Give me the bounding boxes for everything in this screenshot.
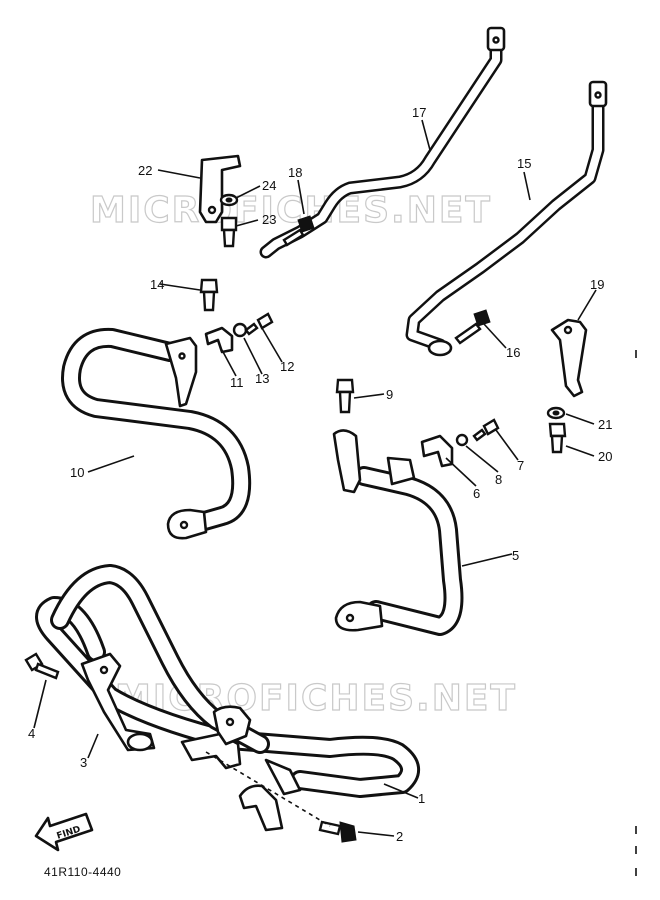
part-22-bracket: [198, 154, 242, 224]
alignment-line: [205, 751, 331, 827]
callout-23: 23: [262, 212, 276, 227]
callout-3: 3: [80, 755, 87, 770]
callout-4: 4: [28, 726, 35, 741]
watermark-top: MICROFICHES.NET: [90, 190, 492, 231]
part-4-bolt: [24, 652, 60, 680]
part-18-bolt: [282, 215, 315, 247]
part-11-clamp: [204, 326, 234, 354]
callout-7: 7: [517, 458, 524, 473]
callout-1: 1: [418, 791, 425, 806]
callout-16: 16: [506, 345, 520, 360]
diagram-code: 41R110-4440: [44, 865, 121, 879]
part-14-bolt: [199, 278, 219, 312]
callout-18: 18: [288, 165, 302, 180]
callout-22: 22: [138, 163, 152, 178]
part-15-rod: [405, 80, 608, 357]
part-3-bracket: [80, 652, 156, 752]
callout-11: 11: [230, 375, 244, 390]
callout-9: 9: [386, 387, 393, 402]
part-19-bracket: [550, 318, 588, 398]
callout-14: 14: [150, 277, 164, 292]
callout-24: 24: [262, 178, 276, 193]
part-21-washer: [546, 406, 566, 420]
callout-2: 2: [396, 829, 403, 844]
part-17-rod: [259, 26, 506, 259]
part-13-washer: [232, 322, 248, 338]
callout-20: 20: [598, 449, 612, 464]
callout-19: 19: [590, 277, 604, 292]
part-5-guard: [332, 429, 464, 636]
part-10-guard: [61, 327, 252, 540]
part-9-bolt: [335, 378, 355, 414]
callout-6: 6: [473, 486, 480, 501]
callout-21: 21: [598, 417, 612, 432]
part-12-bolt: [244, 312, 274, 336]
part-7-bolt: [472, 418, 500, 442]
part-1-guard: [35, 564, 420, 832]
part-24-washer: [219, 193, 239, 207]
callout-5: 5: [512, 548, 519, 563]
part-23-bolt: [220, 216, 238, 248]
callout-15: 15: [517, 156, 531, 171]
callout-13: 13: [255, 371, 269, 386]
callout-17: 17: [412, 105, 426, 120]
part-6-clamp: [420, 434, 454, 468]
callout-8: 8: [495, 472, 502, 487]
callout-12: 12: [280, 359, 294, 374]
part-2-bolt: [318, 820, 357, 843]
part-20-bolt: [548, 422, 567, 454]
callout-10: 10: [70, 465, 84, 480]
part-8-washer: [455, 433, 469, 447]
leader-lines: [33, 119, 597, 837]
find-arrow-icon: FIND: [34, 812, 94, 852]
part-16-bolt: [454, 309, 491, 345]
